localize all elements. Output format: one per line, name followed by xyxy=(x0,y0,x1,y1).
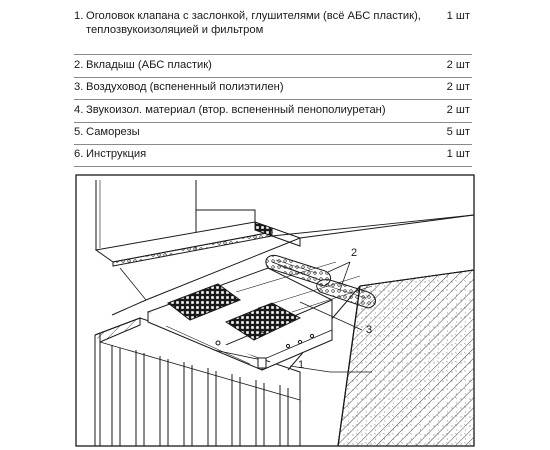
parts-list-item: 5. Саморезы 5 шт xyxy=(74,126,472,140)
callout-label-2: 2 xyxy=(351,247,357,259)
item-number: 4. xyxy=(74,104,84,116)
parts-list: 1. Оголовок клапана с заслонкой, глушите… xyxy=(74,10,472,167)
parts-list-item: 3. Воздуховод (вспененный полиэтилен) 2 … xyxy=(74,81,472,95)
item-description: Оголовок клапана с заслонкой, глушителям… xyxy=(86,10,421,36)
item-quantity: 1 шт xyxy=(446,148,470,160)
duct-liner-lower xyxy=(316,279,376,309)
item-description: Инструкция xyxy=(86,148,147,160)
row-divider xyxy=(74,99,472,100)
item-quantity: 1 шт xyxy=(446,10,470,22)
item-number: 3. xyxy=(74,81,84,93)
row-divider xyxy=(74,54,472,55)
radiator-top xyxy=(94,317,141,343)
parts-list-item: 4. Звукоизол. материал (втор. вспененный… xyxy=(74,104,472,118)
item-quantity: 2 шт xyxy=(446,59,470,71)
parts-list-item: 6. Инструкция 1 шт xyxy=(74,148,472,162)
radiator-fins xyxy=(111,345,289,446)
parts-list-item: 1. Оголовок клапана с заслонкой, глушите… xyxy=(74,10,472,38)
callout-leader-3 xyxy=(299,301,363,331)
row-divider xyxy=(74,144,472,145)
item-quantity: 5 шт xyxy=(446,126,470,138)
row-divider xyxy=(74,122,472,123)
row-divider xyxy=(74,77,472,78)
item-number: 6. xyxy=(74,148,84,160)
callout-label-3: 3 xyxy=(366,324,372,336)
valve-screws xyxy=(215,331,315,349)
item-description: Вкладыш (АБС пластик) xyxy=(86,59,212,71)
item-number: 1. xyxy=(74,10,84,22)
parts-list-item: 2. Вкладыш (АБС пластик) 2 шт xyxy=(74,59,472,73)
row-divider xyxy=(74,166,472,167)
window-sill-top xyxy=(94,221,274,263)
item-description: Воздуховод (вспененный полиэтилен) xyxy=(86,81,284,93)
item-quantity: 2 шт xyxy=(446,81,470,93)
item-description: Звукоизол. материал (втор. вспененный пе… xyxy=(86,104,386,116)
item-number: 2. xyxy=(74,59,84,71)
callout-leader-1 xyxy=(289,365,372,373)
item-number: 5. xyxy=(74,126,84,138)
callout-label-1: 1 xyxy=(298,359,304,371)
valve-latch xyxy=(257,357,267,369)
item-description: Саморезы xyxy=(86,126,140,138)
valve-grille-right xyxy=(224,302,302,341)
callout-leader-2 xyxy=(327,261,351,291)
valve-grille-left xyxy=(166,283,242,321)
item-quantity: 2 шт xyxy=(446,104,470,116)
